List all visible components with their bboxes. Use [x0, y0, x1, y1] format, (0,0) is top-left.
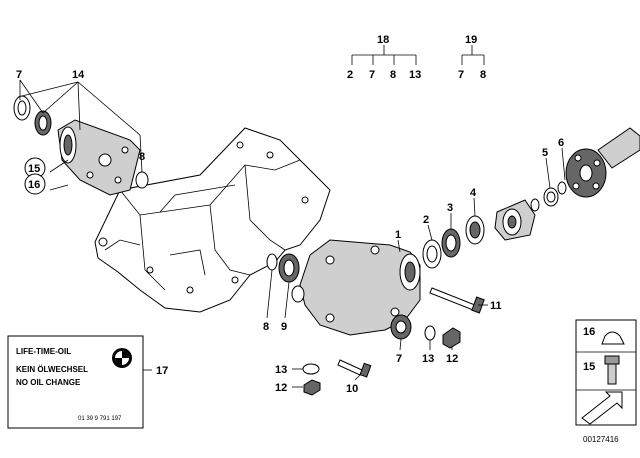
callout-13-right: 13 — [422, 353, 434, 365]
label-line-2: KEIN ÖLWECHSEL — [16, 365, 88, 374]
callout-5: 5 — [542, 147, 548, 159]
oil-pan — [94, 127, 331, 313]
shaft-seal-9 — [266, 253, 300, 283]
callout-12-lower: 12 — [275, 382, 287, 394]
callout-6: 6 — [558, 137, 564, 149]
callout-10: 10 — [346, 383, 358, 395]
callout-9: 9 — [281, 321, 287, 333]
callout-18-item-2: 2 — [347, 69, 353, 81]
screw-plug-icon — [604, 355, 620, 385]
callout-18: 18 — [377, 34, 389, 46]
label-line-3: NO OIL CHANGE — [16, 378, 81, 387]
callout-14: 14 — [72, 69, 85, 81]
callout-2: 2 — [423, 214, 429, 226]
callout-18-item-13: 13 — [409, 69, 421, 81]
rear-flange — [13, 95, 149, 196]
callout-18-item-7: 7 — [369, 69, 375, 81]
callout-1: 1 — [395, 229, 401, 241]
bolt-10 — [337, 359, 372, 378]
bolt-11 — [429, 287, 485, 314]
callout-8: 8 — [139, 151, 145, 163]
callout-8-lower: 8 — [263, 321, 269, 333]
label-line-1: LIFE-TIME-OIL — [16, 347, 71, 356]
panel-label-16: 16 — [583, 326, 595, 338]
reference-panel: 16 15 — [575, 319, 637, 426]
callouts: 7 14 8 15 16 18 2 7 8 13 19 7 8 1 2 3 4 … — [16, 34, 564, 395]
callout-15: 15 — [28, 163, 40, 175]
plug-group-right — [424, 325, 461, 349]
callout-17: 17 — [156, 365, 168, 377]
flex-disc — [565, 127, 640, 198]
callout-12-right: 12 — [446, 353, 458, 365]
bmw-logo-icon — [112, 348, 132, 368]
plug-group-lower — [302, 363, 321, 396]
drive-flange — [494, 181, 567, 241]
callout-19: 19 — [465, 34, 477, 46]
label-part-number: 01 39 9 791 197 — [78, 416, 122, 422]
callout-16: 16 — [28, 179, 40, 191]
callout-19-item-8: 8 — [480, 69, 486, 81]
callout-3: 3 — [447, 202, 453, 214]
arrow-icon — [581, 391, 623, 425]
callout-7-lower: 7 — [396, 353, 402, 365]
callout-4: 4 — [470, 187, 477, 199]
leader-lines — [19, 45, 566, 388]
panel-label-15: 15 — [583, 361, 595, 373]
differential-housing — [291, 239, 421, 336]
diagram-id: 00127416 — [583, 435, 619, 444]
callout-7: 7 — [16, 69, 22, 81]
seal-7-lower — [390, 314, 412, 340]
oil-label-box: LIFE-TIME-OIL KEIN ÖLWECHSEL NO OIL CHAN… — [7, 335, 144, 429]
grommet-icon — [601, 331, 625, 345]
front-seals — [422, 215, 485, 269]
callout-11: 11 — [490, 300, 502, 312]
callout-19-item-7: 7 — [458, 69, 464, 81]
callout-13-lower: 13 — [275, 364, 287, 376]
callout-18-item-8: 8 — [390, 69, 396, 81]
